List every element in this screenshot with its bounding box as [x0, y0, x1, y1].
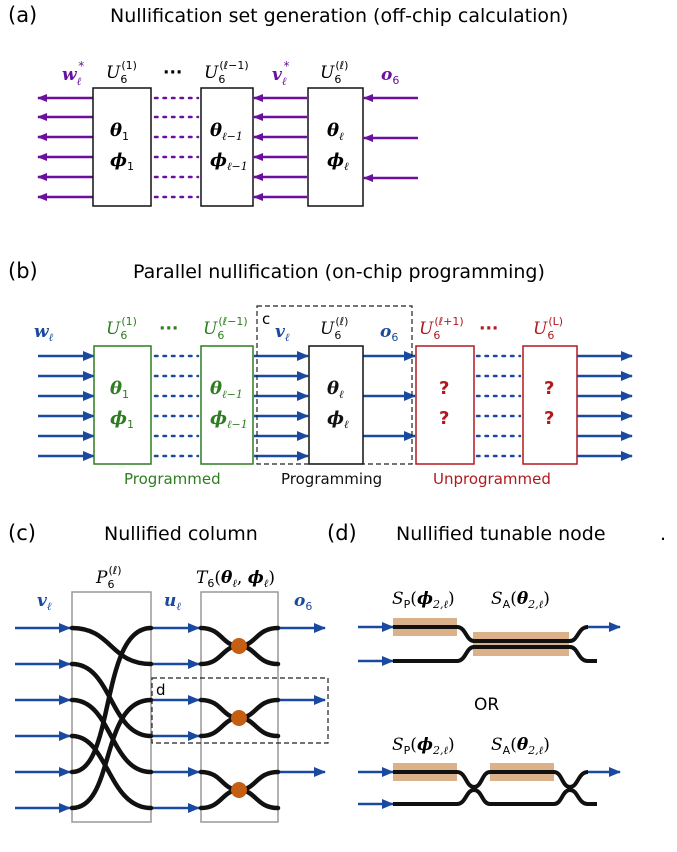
b-unitary-3-label: U6(ℓ)	[320, 315, 348, 342]
a-box-3-theta: θℓ	[327, 120, 344, 143]
panel-b: (b) Parallel nullification (on-chip prog…	[8, 259, 633, 488]
transform-label: T6(θℓ, ϕℓ)	[196, 568, 275, 590]
panel-a-title: Nullification set generation (off-chip c…	[110, 5, 568, 27]
a-box-3-phi: ϕℓ	[327, 150, 349, 173]
permutation-waveguides	[69, 625, 154, 811]
status-unprogrammed: Unprogrammed	[433, 470, 551, 488]
c-u-label: uℓ	[164, 591, 181, 613]
b-box-1-phi: ϕ1	[110, 408, 134, 431]
a-box-3	[307, 87, 364, 207]
a-box-1-theta: θ1	[110, 120, 129, 143]
tunable-node-2	[231, 710, 247, 726]
b-ellipsis-2: ···	[479, 319, 498, 339]
b-unitary-5-label: U6(L)	[533, 315, 563, 342]
panel-c-title: Nullified column	[104, 523, 258, 545]
b-v-label: vℓ	[275, 322, 290, 344]
b-o6-label: o6	[380, 322, 398, 344]
b-box-5-q1: ?	[544, 378, 554, 399]
sa-label-top: SA(θ2,ℓ)	[491, 589, 550, 611]
b-box-2-theta: θℓ−1	[210, 378, 243, 401]
panel-d-tag: (d)	[327, 521, 357, 545]
a-ellipsis: ···	[163, 63, 182, 83]
a-box-1-phi: ϕ1	[110, 150, 134, 173]
b-box-5	[522, 345, 578, 465]
b-ellipsis-1: ···	[159, 319, 178, 339]
a-unitary-3-label: U6(ℓ)	[320, 59, 348, 86]
panel-a-arrows	[37, 94, 418, 201]
b-box-4-q2: ?	[439, 408, 449, 429]
box-d-tag: d	[156, 681, 166, 699]
panel-d-trailing-dot: .	[660, 523, 666, 545]
a-box-2-phi: ϕℓ−1	[210, 150, 248, 173]
panel-a-boxes	[92, 87, 364, 207]
sp-label-bottom: SP(ϕ2,ℓ)	[392, 735, 455, 757]
a-unitary-2-label: U6(ℓ−1)	[204, 59, 249, 86]
d-top-variant	[358, 618, 621, 666]
b-box-4	[415, 345, 475, 465]
b-unitary-1-label: U6(1)	[106, 315, 137, 342]
status-programmed: Programmed	[124, 470, 221, 488]
panel-b-arrows	[38, 351, 633, 461]
permutation-label: P6(ℓ)	[95, 564, 122, 591]
b-box-4-q1: ?	[439, 378, 449, 399]
node-highlight-box	[151, 677, 329, 744]
programming-highlight-box	[256, 305, 413, 465]
a-box-2	[200, 87, 254, 207]
b-box-2	[200, 345, 254, 465]
b-unitary-2-label: U6(ℓ−1)	[203, 315, 248, 342]
panel-b-title: Parallel nullification (on-chip programm…	[133, 261, 545, 283]
a-box-1	[92, 87, 152, 207]
c-o6-label: o6	[294, 591, 312, 613]
tunable-nodes	[231, 638, 247, 798]
attenuator-top	[473, 632, 569, 656]
status-programming: Programming	[281, 470, 382, 488]
a-v-star-label: vℓ*	[272, 59, 289, 88]
b-box-1	[93, 345, 152, 465]
b-box-5-q2: ?	[544, 408, 554, 429]
b-box-3-phi: ϕℓ	[327, 408, 349, 431]
transform-box	[200, 591, 279, 823]
permutation-box	[71, 591, 152, 823]
b-box-2-phi: ϕℓ−1	[210, 408, 248, 431]
or-label: OR	[474, 695, 499, 715]
b-box-3	[308, 345, 364, 465]
sa-label-bottom: SA(θ2,ℓ)	[491, 735, 550, 757]
c-input-arrows	[15, 623, 326, 813]
b-unitary-4-label: U6(ℓ+1)	[419, 315, 464, 342]
panel-c-tag: (c)	[8, 521, 36, 545]
sp-label-top: SP(ϕ2,ℓ)	[392, 589, 455, 611]
panel-b-tag: (b)	[8, 259, 38, 283]
tunable-node-1	[231, 638, 247, 654]
a-o6-label: o6	[381, 65, 399, 87]
a-unitary-1-label: U6(1)	[106, 59, 137, 86]
panel-d: (d) Nullified tunable node . SP(ϕ2,ℓ) SA…	[327, 521, 666, 809]
panel-d-title: Nullified tunable node	[396, 523, 606, 545]
panel-b-dotted	[153, 354, 522, 458]
a-box-2-theta: θℓ−1	[210, 120, 243, 143]
box-c-tag: c	[262, 310, 270, 328]
panel-b-boxes	[93, 345, 578, 465]
tunable-node-3	[231, 782, 247, 798]
b-box-1-theta: θ1	[110, 378, 129, 401]
a-w-star-label: wℓ*	[62, 59, 84, 88]
panel-a: (a) Nullification set generation (off-ch…	[8, 3, 568, 207]
d-bottom-variant	[358, 763, 621, 809]
panel-c: (c) Nullified column P6(ℓ) T6(θℓ, ϕℓ) vℓ…	[8, 521, 329, 823]
b-w-label: wℓ	[34, 322, 54, 344]
c-v-label: vℓ	[37, 591, 52, 613]
panel-a-dotted	[153, 96, 200, 199]
panel-a-tag: (a)	[8, 3, 37, 27]
b-box-3-theta: θℓ	[327, 378, 344, 401]
